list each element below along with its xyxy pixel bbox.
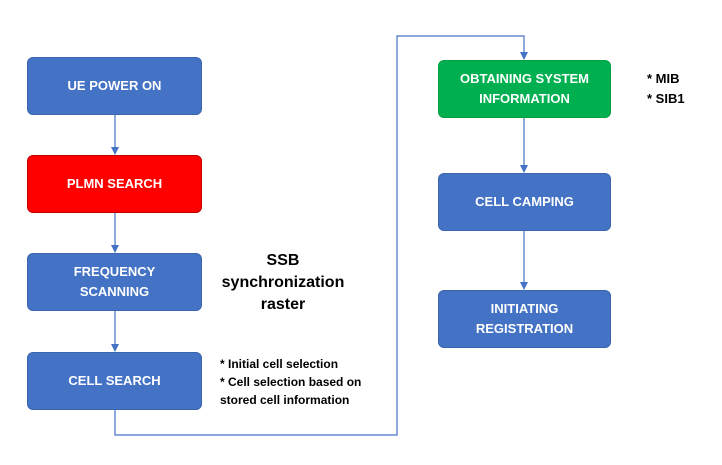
cell-search-note: * Cell selection based on — [220, 375, 362, 389]
system-info-note: * SIB1 — [647, 91, 685, 106]
step-obtaining-system-information: OBTAINING SYSTEM INFORMATION — [438, 60, 611, 118]
cell-search-note: * Initial cell selection — [220, 357, 339, 371]
cell-search-notes: * Initial cell selection * Cell selectio… — [220, 355, 400, 409]
step-ue-power-on: UE POWER ON — [27, 57, 202, 115]
step-cell-search: CELL SEARCH — [27, 352, 202, 410]
step-initiating-registration: INITIATING REGISTRATION — [438, 290, 611, 348]
cell-search-note: stored cell information — [220, 393, 350, 407]
ssb-raster-annotation: SSB synchronization raster — [221, 252, 345, 313]
step-frequency-scanning: FREQUENCY SCANNING — [27, 253, 202, 311]
system-info-note: * MIB — [647, 71, 680, 86]
step-plmn-search: PLMN SEARCH — [27, 155, 202, 213]
step-cell-camping: CELL CAMPING — [438, 173, 611, 231]
system-info-notes: * MIB * SIB1 — [647, 69, 717, 109]
